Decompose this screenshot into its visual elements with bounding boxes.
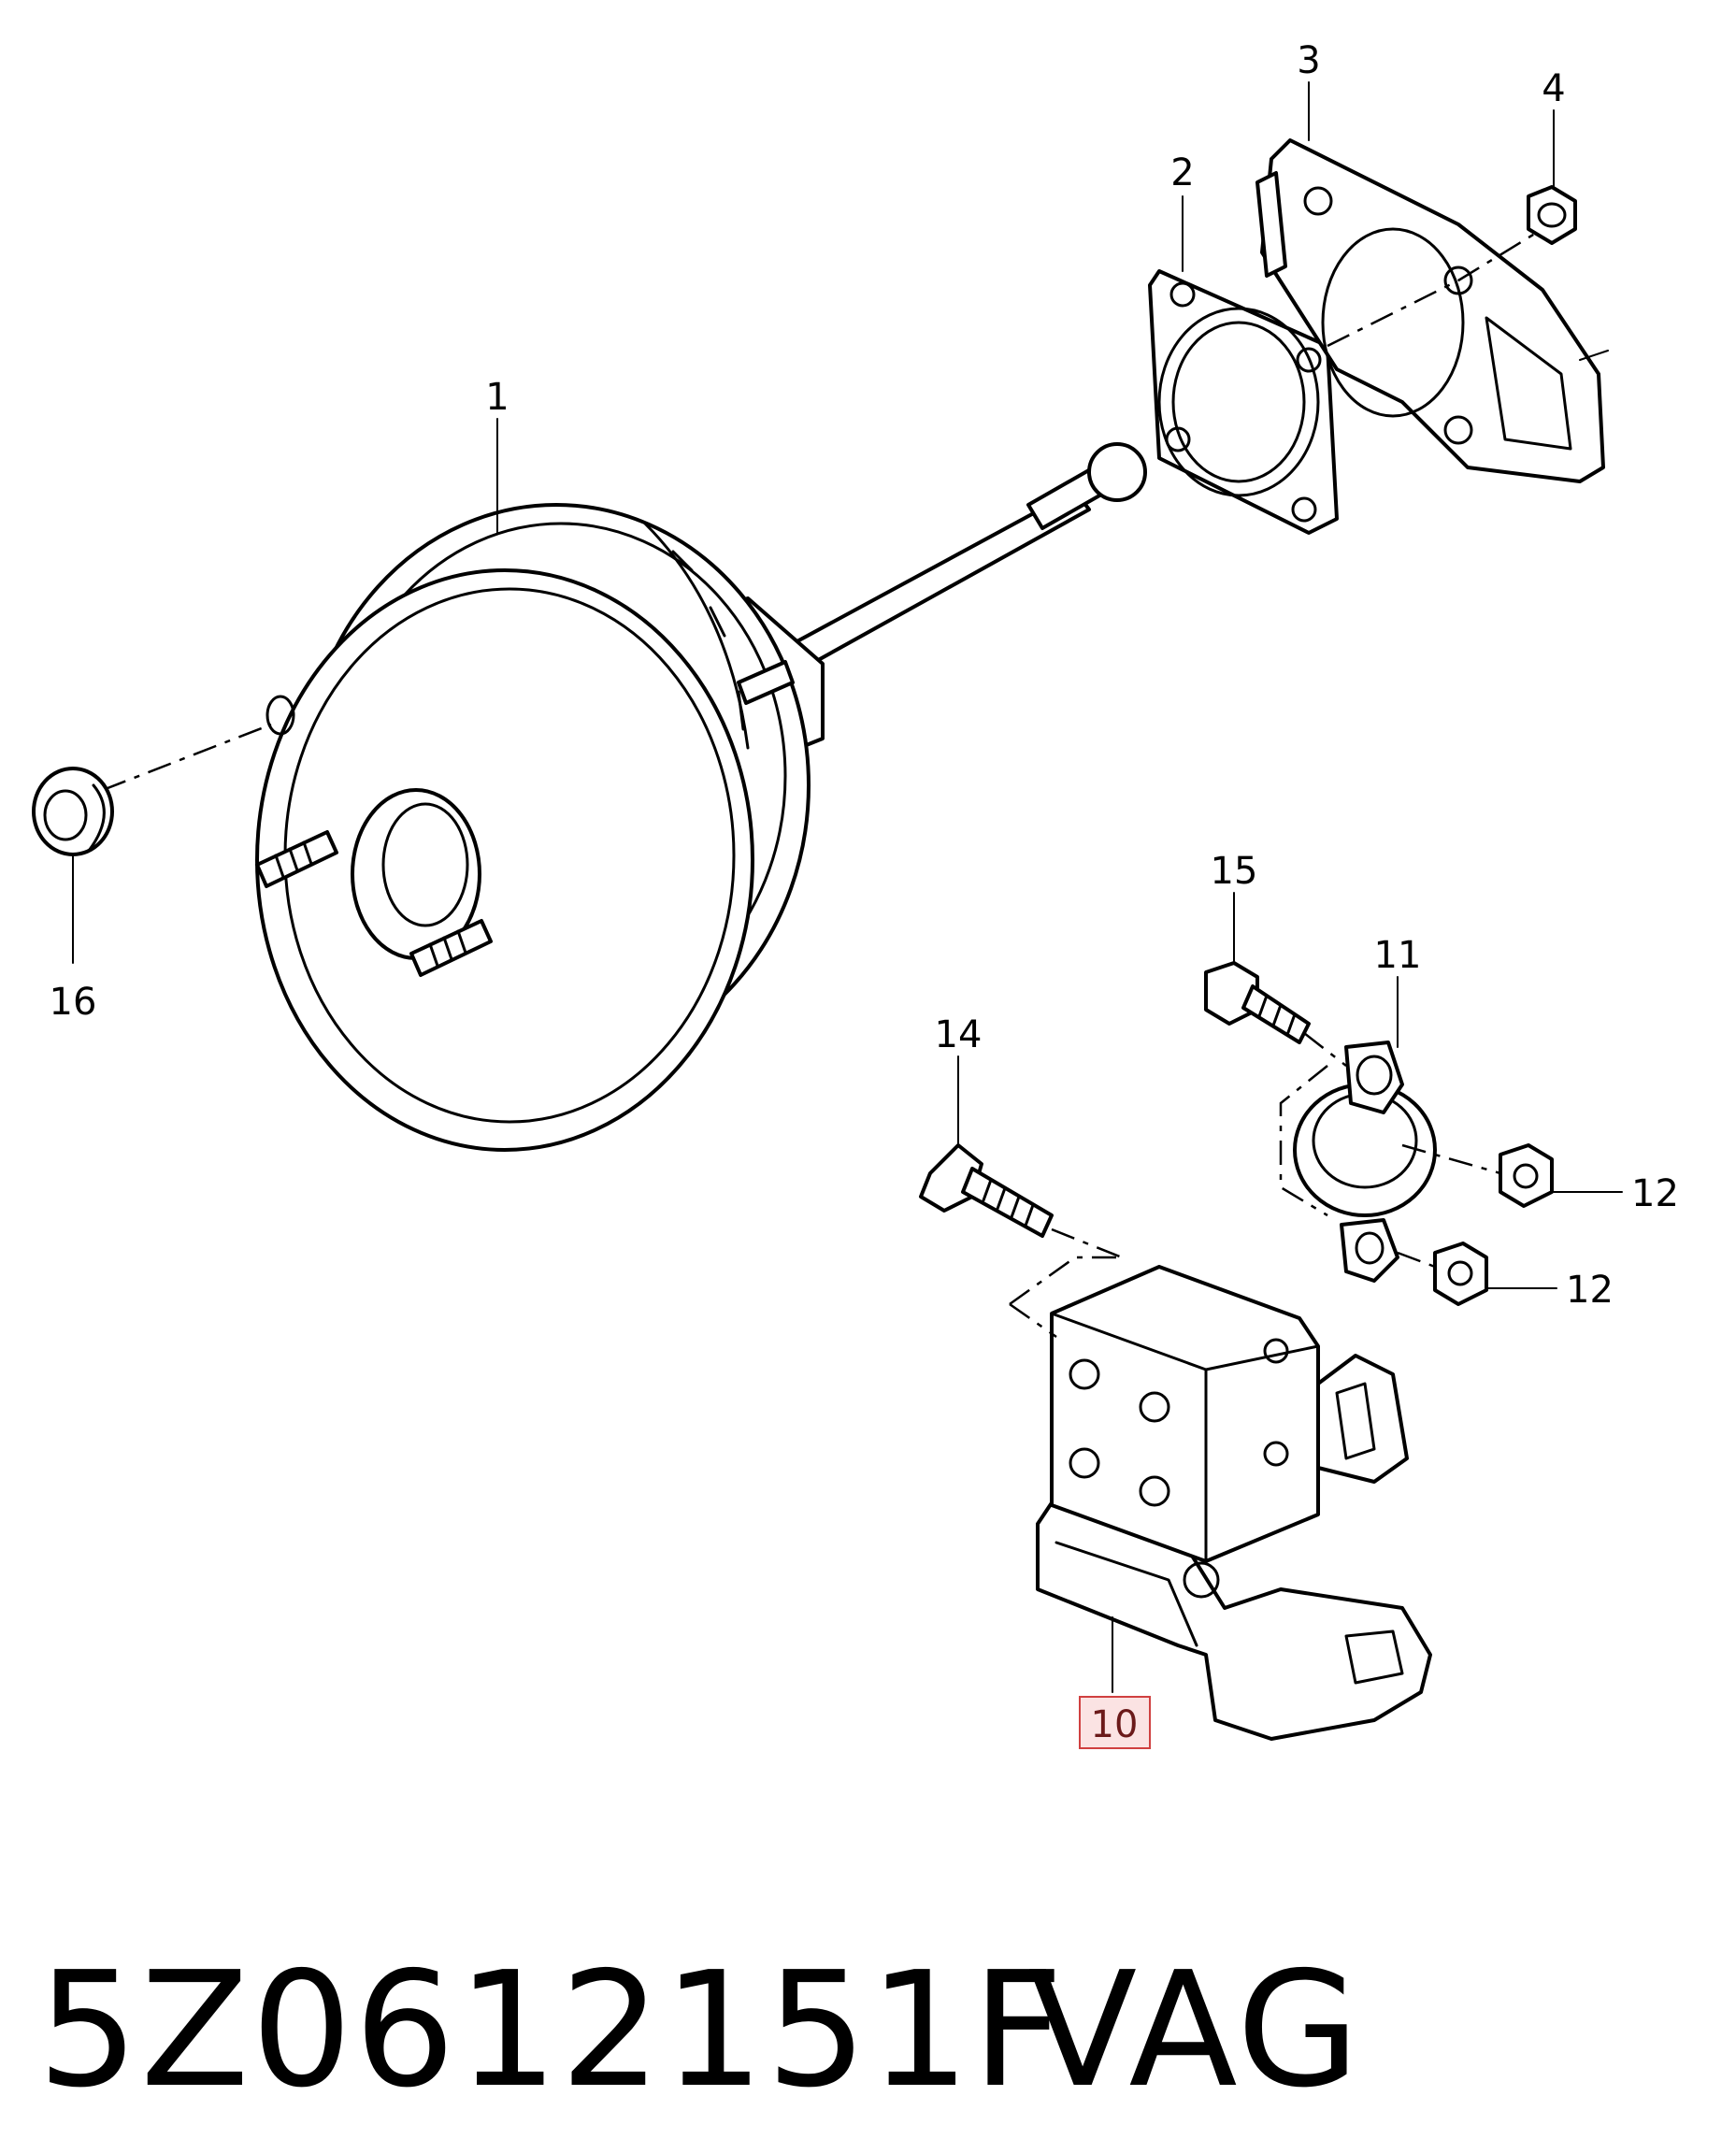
part-bolt-14 [919, 1143, 1054, 1238]
callout-10-highlight-border [1079, 1696, 1151, 1749]
part-pressure-regulator [1293, 1041, 1437, 1283]
callout-10-highlight [1080, 1697, 1150, 1748]
callout-12-upper: 12 [1631, 1172, 1679, 1215]
part-sensor-block [1050, 1265, 1409, 1563]
part-bolt-15 [1204, 961, 1311, 1044]
part-hex-nut-lower [1433, 1242, 1488, 1306]
callout-4: 4 [1542, 67, 1565, 110]
callout-16: 16 [50, 981, 97, 1024]
part-bracket [1255, 138, 1609, 483]
part-flange-nut [1527, 185, 1577, 245]
callout-15: 15 [1211, 850, 1258, 893]
callout-2: 2 [1170, 151, 1194, 194]
part-number-caption: 5Z0612151F [37, 1938, 1066, 2123]
part-brake-booster [255, 442, 1147, 1152]
leader-lines [72, 81, 1623, 1693]
part-hex-nut-upper [1499, 1143, 1554, 1208]
brand-caption: VAG [1028, 1938, 1361, 2123]
callout-1: 1 [485, 376, 509, 419]
callout-10: 10 [1091, 1703, 1139, 1746]
callout-3: 3 [1297, 39, 1320, 82]
part-grommet [32, 767, 114, 856]
callout-11: 11 [1374, 934, 1422, 977]
callout-12-lower: 12 [1566, 1269, 1614, 1312]
callout-14: 14 [935, 1013, 983, 1056]
